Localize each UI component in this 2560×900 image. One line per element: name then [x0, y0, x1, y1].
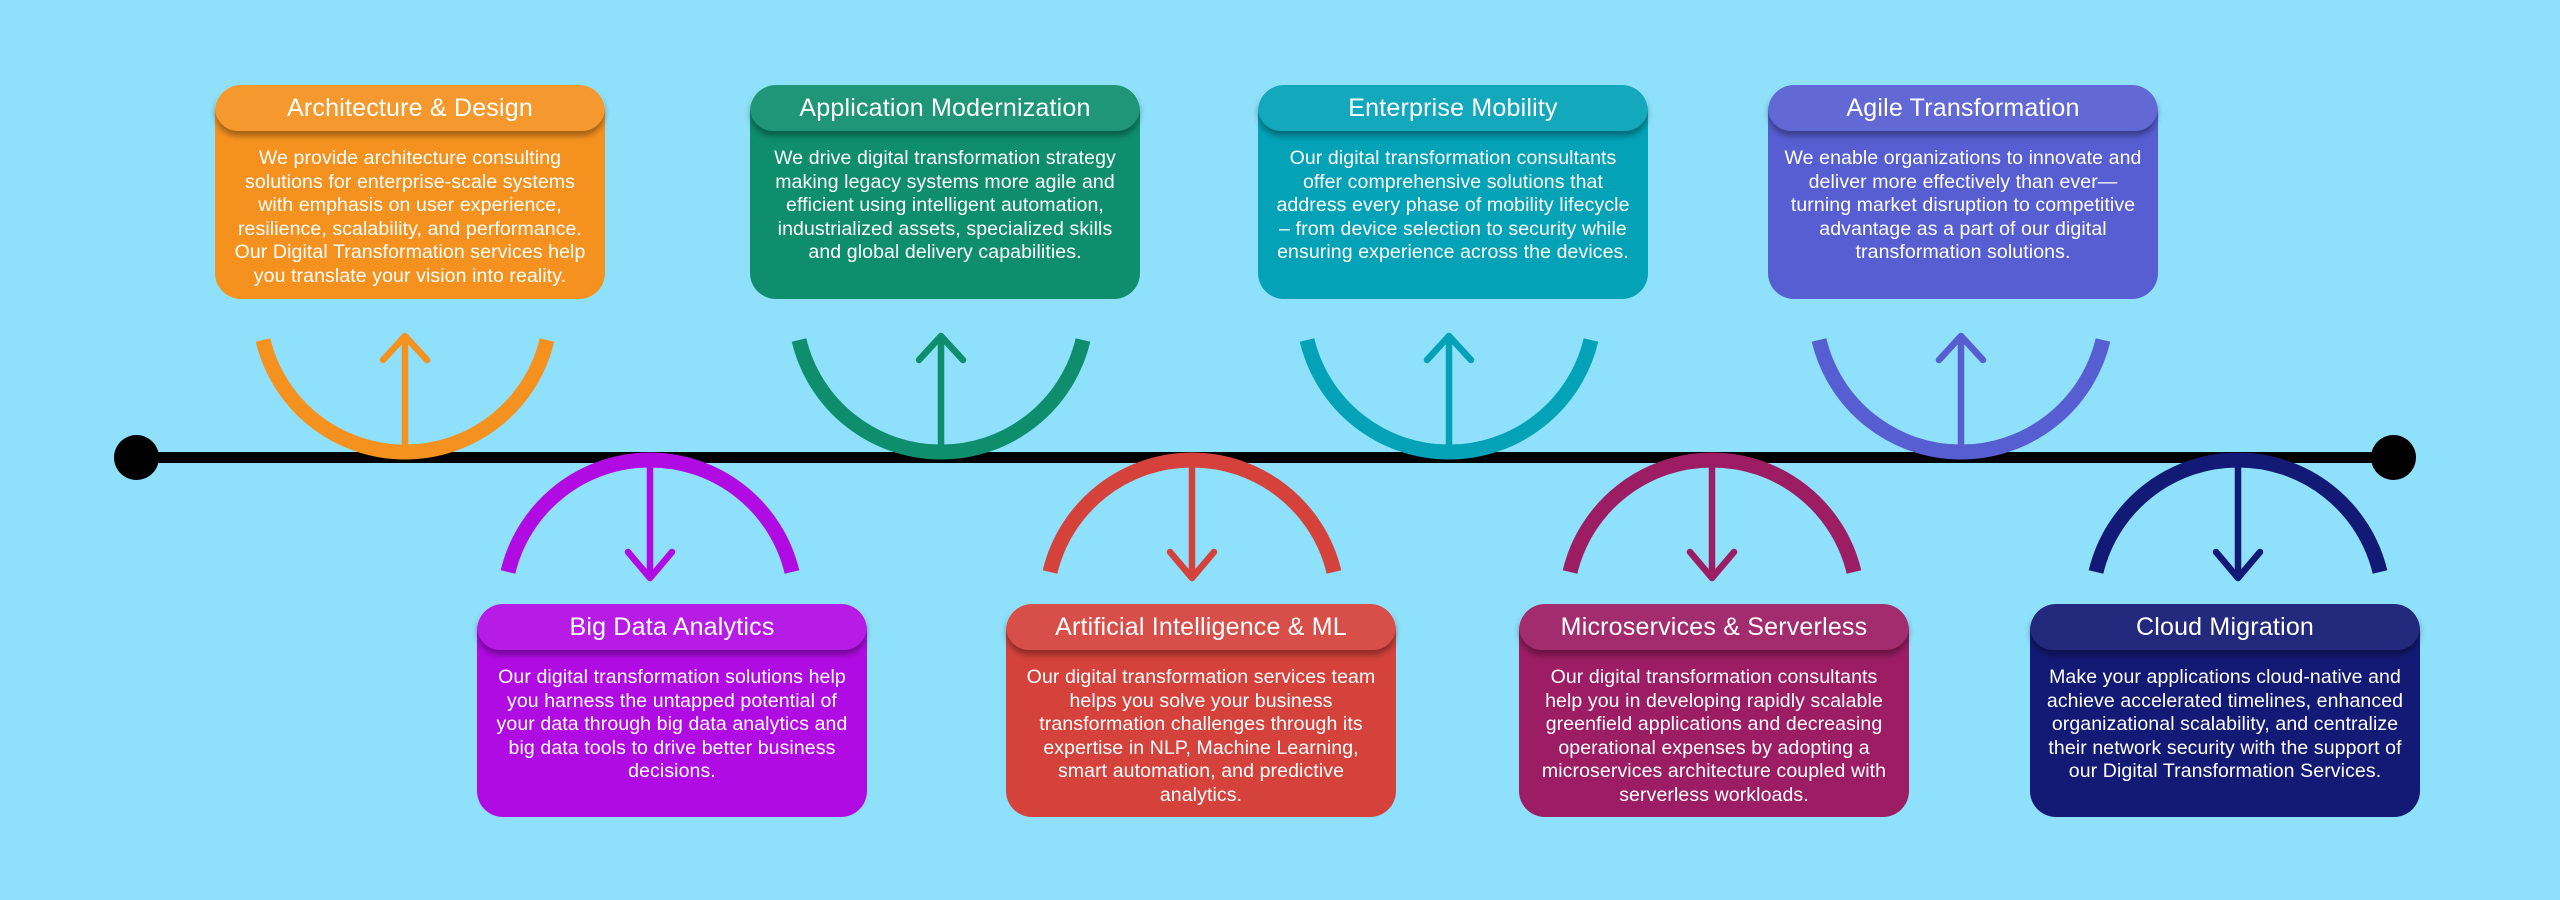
down-arrow-icon [1166, 458, 1218, 582]
card-title: Artificial Intelligence & ML [1055, 613, 1347, 641]
card-description: Our digital transformation consultants o… [1276, 147, 1630, 263]
card-title: Architecture & Design [287, 94, 533, 122]
card-header: Agile Transformation [1768, 85, 2158, 131]
card-description: Our digital transformation services team… [1026, 666, 1376, 806]
down-arrow-icon [2212, 458, 2264, 582]
card-description: Make your applications cloud-native and … [2046, 666, 2404, 782]
timeline-endpoint-left [114, 435, 159, 480]
card-title: Big Data Analytics [569, 613, 775, 641]
service-card-artificial-intelligence-ml: Artificial Intelligence & ML Our digital… [1006, 604, 1396, 817]
down-arrow-icon [624, 458, 676, 582]
card-header: Artificial Intelligence & ML [1006, 604, 1396, 650]
up-arrow-icon [1935, 332, 1987, 456]
card-header: Application Modernization [750, 85, 1140, 131]
card-description: Our digital transformation consultants h… [1541, 666, 1887, 806]
card-description: We enable organizations to innovate and … [1784, 147, 2142, 263]
card-description: Our digital transformation solutions hel… [496, 666, 848, 782]
connector-application-modernization [791, 332, 1091, 460]
card-header: Big Data Analytics [477, 604, 867, 650]
connector-artificial-intelligence-ml [1042, 452, 1342, 582]
timeline-endpoint-right [2371, 435, 2416, 480]
card-description: We provide architecture consulting solut… [234, 147, 586, 287]
card-header: Architecture & Design [215, 85, 605, 131]
card-title: Application Modernization [799, 94, 1091, 122]
service-card-application-modernization: Application Modernization We drive digit… [750, 85, 1140, 299]
service-card-architecture-design: Architecture & Design We provide archite… [215, 85, 605, 299]
connector-microservices-serverless [1562, 452, 1862, 582]
card-title: Agile Transformation [1846, 94, 2080, 122]
timeline [137, 452, 2395, 463]
card-title: Cloud Migration [2135, 613, 2315, 641]
up-arrow-icon [379, 332, 431, 456]
connector-enterprise-mobility [1299, 332, 1599, 460]
service-card-agile-transformation: Agile Transformation We enable organizat… [1768, 85, 2158, 299]
service-card-microservices-serverless: Microservices & Serverless Our digital t… [1519, 604, 1909, 817]
service-card-cloud-migration: Cloud Migration Make your applications c… [2030, 604, 2420, 817]
card-title: Enterprise Mobility [1348, 94, 1558, 122]
service-card-enterprise-mobility: Enterprise Mobility Our digital transfor… [1258, 85, 1648, 299]
up-arrow-icon [1423, 332, 1475, 456]
card-description: We drive digital transformation strategy… [774, 147, 1116, 263]
service-card-big-data-analytics: Big Data Analytics Our digital transform… [477, 604, 867, 817]
connector-big-data-analytics [500, 452, 800, 582]
connector-architecture-design [255, 332, 555, 460]
connector-cloud-migration [2088, 452, 2388, 582]
card-header: Cloud Migration [2030, 604, 2420, 650]
card-header: Enterprise Mobility [1258, 85, 1648, 131]
connector-agile-transformation [1811, 332, 2111, 460]
card-title: Microservices & Serverless [1560, 613, 1868, 641]
down-arrow-icon [1686, 458, 1738, 582]
card-header: Microservices & Serverless [1519, 604, 1909, 650]
up-arrow-icon [915, 332, 967, 456]
